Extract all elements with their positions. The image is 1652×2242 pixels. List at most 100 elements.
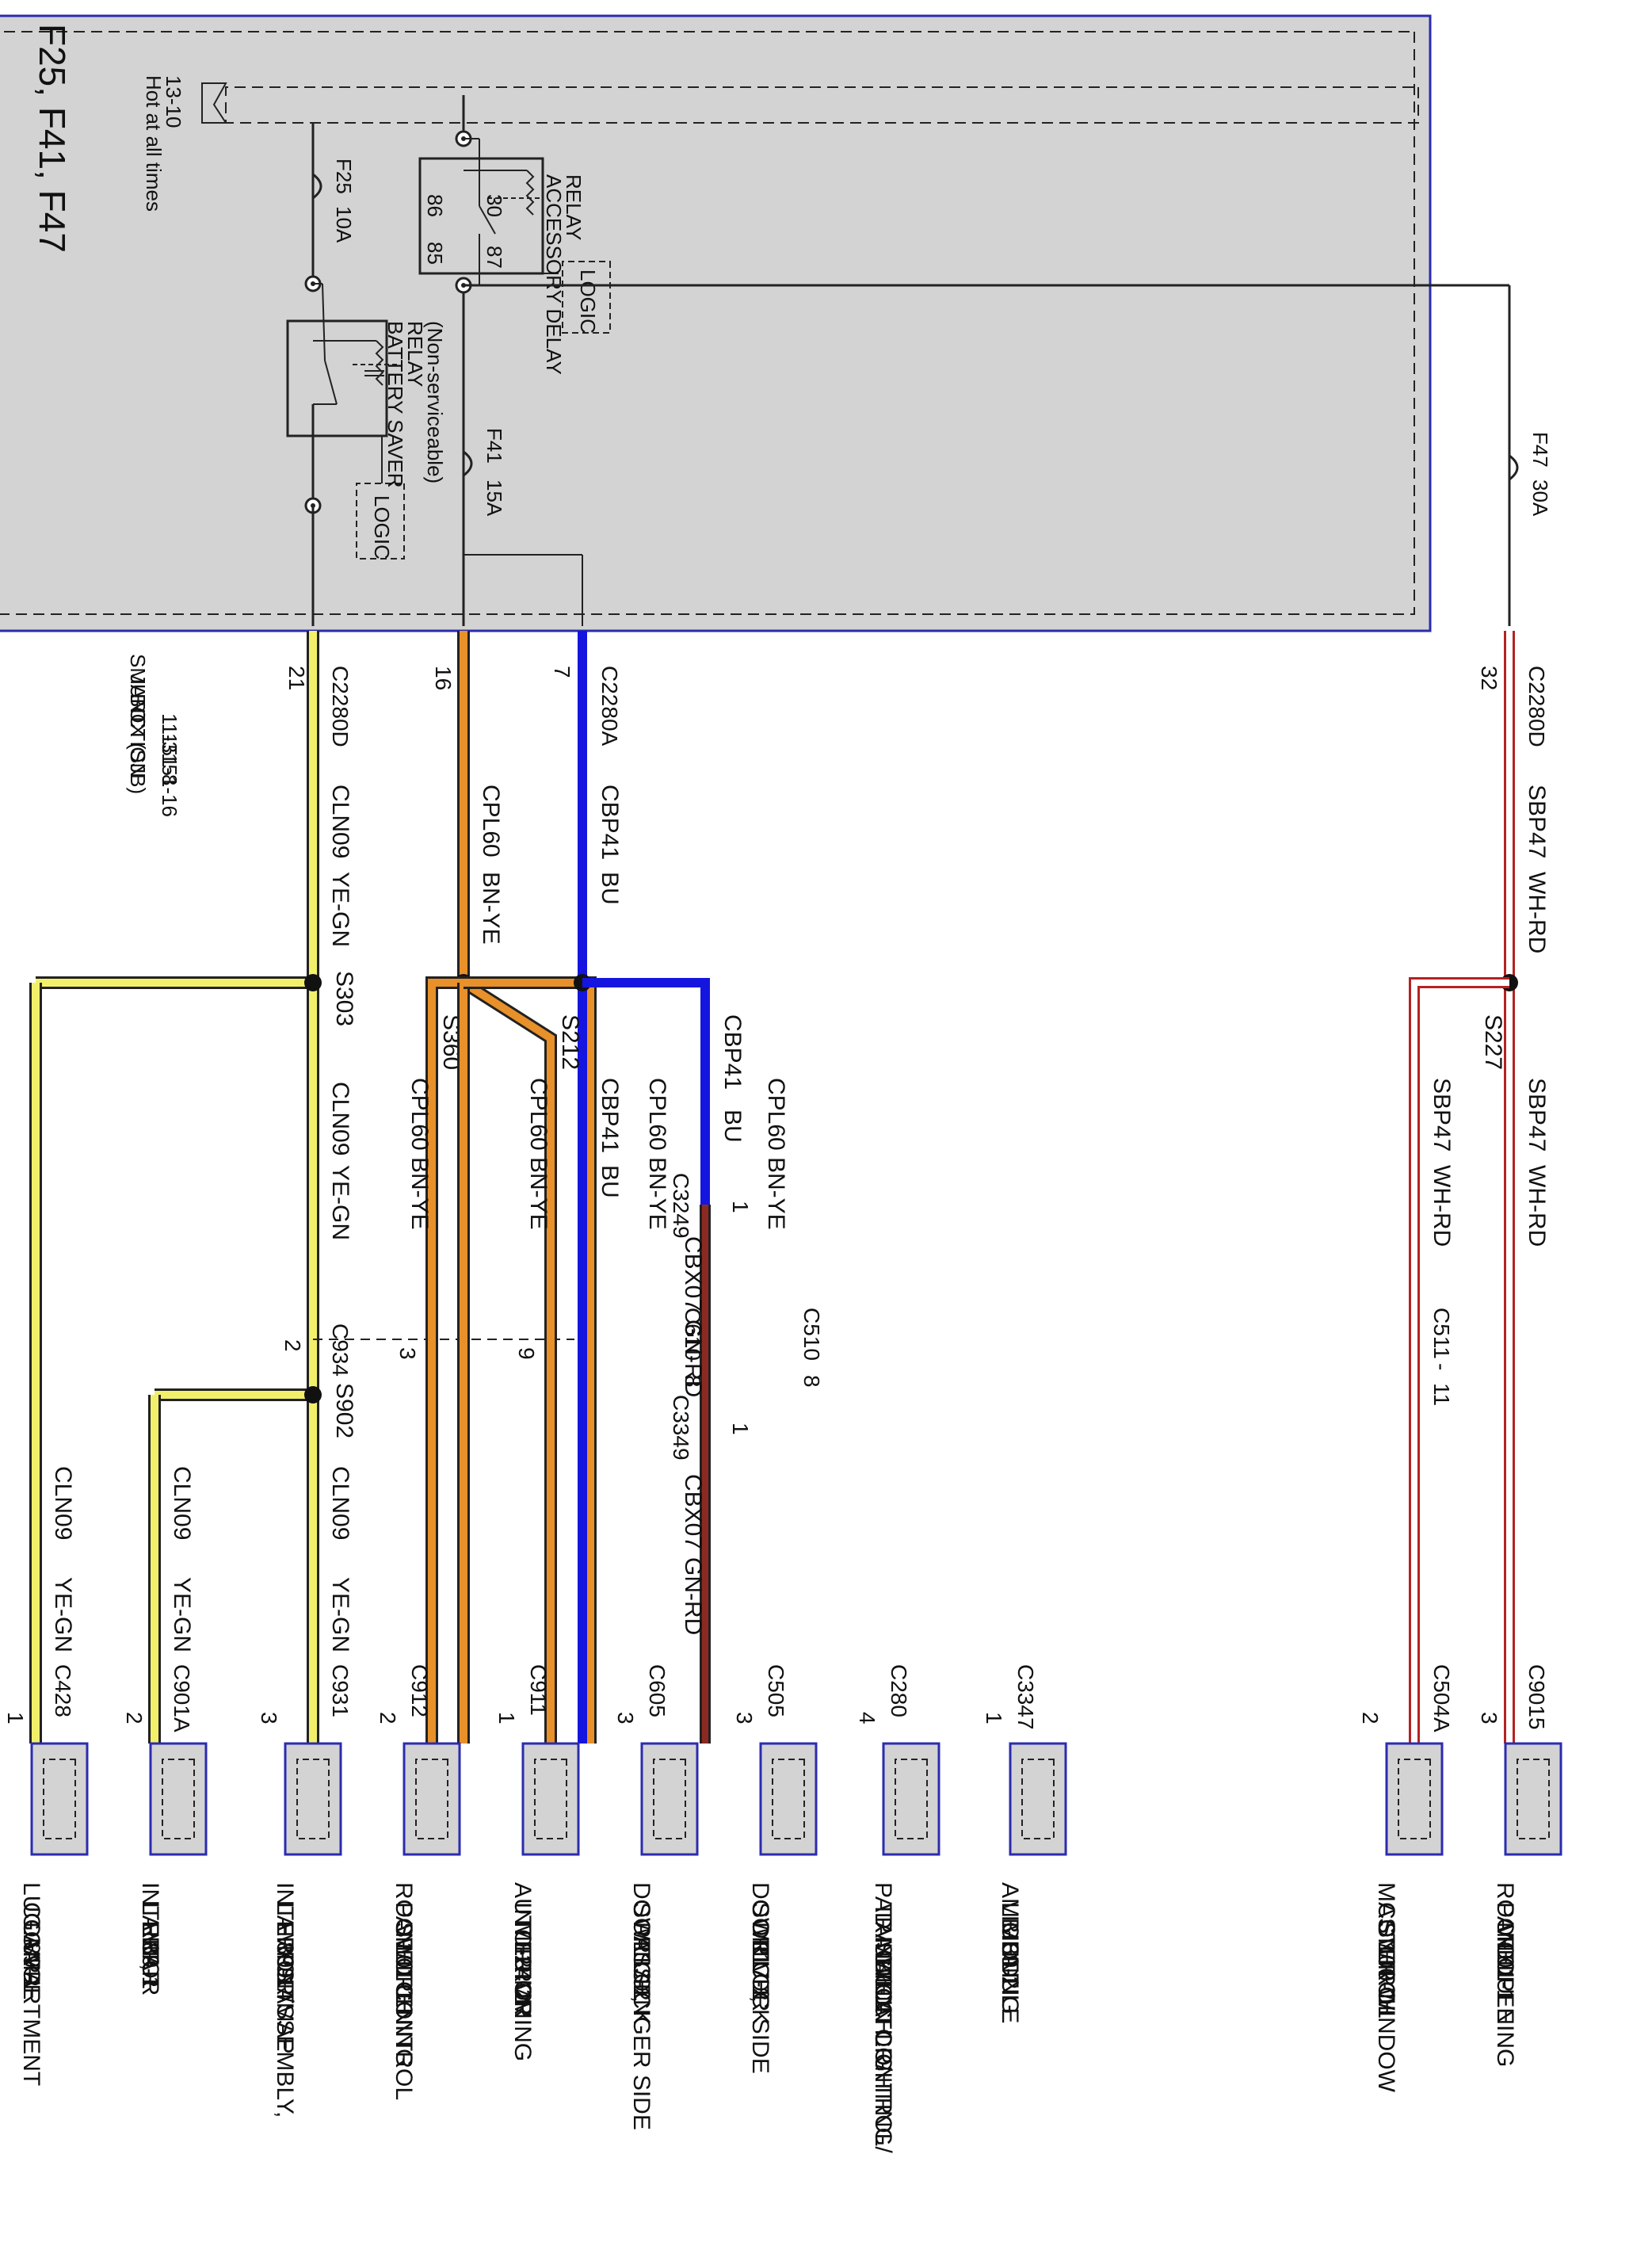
comp-6-line4: 117-2 [628, 1942, 654, 2001]
c911-branch-color: BN-YE [525, 1157, 551, 1230]
fuse-f47-icon [1509, 454, 1519, 481]
c505-branch-circuit: CPL60 [763, 1078, 789, 1151]
comp-3-pin: 3 [257, 1712, 281, 1724]
fuse-f41-rating: 15A [483, 479, 506, 517]
comp-5-line4: 124-2 [509, 1942, 536, 2003]
comp-2-line2: LAMP, [137, 1902, 163, 1970]
c3349-pin: 1 [728, 1423, 753, 1435]
accessory-delay-line1: ACCESSORY DELAY [542, 174, 566, 375]
sjb-out-1-color: YE-GN [327, 872, 353, 947]
splice-s902 [304, 1386, 322, 1404]
front-branch-color: YE-GN [327, 1577, 353, 1652]
c3249-pin: 1 [728, 1201, 753, 1213]
sjb-ref-2: 151-8 [158, 733, 181, 786]
comp-8-line3: AMBIENT LIGHTING [870, 1922, 896, 2146]
comp-6-line1: DOOR LOCK [628, 1882, 654, 2025]
sjb-out-2-pin: 16 [431, 666, 456, 690]
sjb-out-3-connector: C2280A [597, 666, 622, 747]
sjb-out-3-circuit: CBP41 [597, 785, 623, 860]
c911-branch-circuit: CPL60 [525, 1078, 551, 1151]
c9015-branch-circuit: SBP47 [1524, 1078, 1550, 1152]
battery-saver-line1: BATTERY SAVER [383, 321, 407, 487]
accessory-delay-line2: RELAY [562, 174, 586, 240]
battery-saver-logic-label: LOGIC [370, 495, 394, 560]
splice-s902-label: S902 [331, 1383, 357, 1438]
c9015-branch-color: WH-RD [1524, 1165, 1550, 1247]
component-door-lock-switch-driver: C505 3 DOOR LOCK SWITCH, DRIVER SIDE 117… [732, 1664, 818, 2074]
comp-11-connector: C9015 [1524, 1664, 1549, 1730]
sjb-out-3-pin: 7 [550, 666, 574, 678]
comp-5-line2: INTERIOR [509, 1902, 536, 2015]
relay-pin-87: 87 [483, 246, 506, 269]
battery-saver-line3: (Non-serviceable) [423, 321, 447, 483]
comp-10-line1: MASTER WINDOW [1373, 1882, 1399, 2093]
luggage-branch-circuit: CLN09 [50, 1466, 76, 1540]
battery-saver-logic [356, 483, 405, 560]
fuse-f41-name: F41 [483, 428, 506, 464]
c605-branch-color: BN-YE [644, 1157, 670, 1230]
rear-branch-color: YE-GN [169, 1577, 195, 1652]
accessory-delay-logic [562, 261, 611, 334]
comp-11-line3: MODULE [1492, 1922, 1518, 2023]
comp-8-connector: C280 [887, 1664, 911, 1717]
diagram-title: F25, F41, F47 [32, 24, 73, 253]
comp-5-connector: C911 [526, 1664, 551, 1716]
battery-saver-line2: RELAY [403, 321, 427, 387]
c280-branch-color: BU [597, 1165, 623, 1198]
comp-8-line5: 46-1 [870, 1961, 896, 2009]
splice-s303 [304, 974, 322, 991]
sjb-line1: SMART [126, 654, 150, 726]
sjb-out-4-pin: 32 [1477, 666, 1501, 690]
comp-10-line2: CONTROL [1373, 1902, 1399, 2019]
comp-1-line3: LAMP [18, 1922, 44, 1987]
s212-branch-color: BU [719, 1110, 746, 1143]
component-luggage-compartment-lamp: C428 1 LUGGAGE COMPARTMENT LAMP 89-1 [3, 1664, 89, 2086]
c511-label: C511 [1429, 1308, 1454, 1359]
c934-pin-3: 3 [395, 1347, 420, 1360]
splice-s212-label: S212 [557, 1014, 583, 1070]
fuse-f25-name: F25 [332, 159, 356, 194]
sjb-out-1-circuit: CLN09 [327, 785, 353, 858]
accessory-delay-relay [418, 157, 544, 275]
c934-pin-9: 9 [514, 1347, 539, 1360]
comp-3-line2: LAMPS ASSEMBLY, [272, 1902, 298, 2118]
c511-sep: - [1429, 1363, 1454, 1370]
front-branch-circuit: CLN09 [327, 1466, 353, 1540]
sjb-inner-dashed [0, 31, 1415, 615]
c912-branch-color: BN-YE [406, 1157, 433, 1230]
comp-9-line3: MODULE [997, 1922, 1023, 2023]
sjb-ref-1: 11-3 [158, 713, 181, 753]
comp-4-line1: ROOF OPENING [391, 1882, 417, 2067]
cbx07-color-2: GN-RD [680, 1557, 706, 1635]
c934-pin-2: 2 [280, 1339, 305, 1352]
comp-2-line4: 89-1 [137, 1942, 163, 1989]
s303-branch-color: YE-GN [327, 1165, 353, 1240]
component-roof-opening-panel-control-switch: C912 2 ROOF OPENING PANEL CONTROL SWITCH… [376, 1664, 461, 2100]
comp-3-line4: 89-1 [272, 1942, 298, 1989]
comp-11-line1: ROOF OPENING [1492, 1882, 1518, 2067]
comp-7-pin: 3 [732, 1712, 757, 1724]
comp-1-line2: COMPARTMENT [18, 1902, 44, 2086]
comp-7-line3: DRIVER SIDE [747, 1922, 773, 2074]
comp-11-pin: 3 [1477, 1712, 1501, 1724]
component-interior-lamp-rear: C901A 2 INTERIOR LAMP, REAR 89-1 [122, 1664, 208, 1996]
component-ambient-lighting-module: C3347 1 AMBIENT LIGHTING MODULE 89-2 [982, 1664, 1067, 2023]
sjb-out-2-circuit: CPL60 [478, 785, 504, 857]
power-label: Hot at all times [142, 75, 166, 212]
splice-s303-label: S303 [331, 971, 357, 1026]
comp-1-connector: C428 [51, 1664, 75, 1717]
comp-10-pin: 2 [1358, 1712, 1383, 1724]
component-master-window-control-switch: C504A 2 MASTER WINDOW CONTROL SWITCH 100… [1358, 1664, 1454, 2093]
comp-6-line2: SWITCH, [628, 1902, 654, 2003]
comp-2-connector: C901A [170, 1664, 194, 1732]
power-ref: 13-10 [162, 75, 185, 128]
component-door-lock-switch-passenger: C605 3 DOOR LOCK SWITCH, PASSENGER SIDE … [613, 1664, 699, 2130]
component-auto-dimming-interior-mirror: C911 1 AUTO-DIMMING INTERIOR MIRROR 124-… [494, 1664, 580, 2061]
battery-saver-relay [286, 319, 388, 437]
comp-4-line4: 101-1 [391, 1942, 417, 2003]
sjb-out-4-color: WH-RD [1524, 872, 1550, 953]
comp-7-line1: DOOR LOCK [747, 1882, 773, 2025]
accessory-delay-logic-label: LOGIC [576, 269, 600, 334]
